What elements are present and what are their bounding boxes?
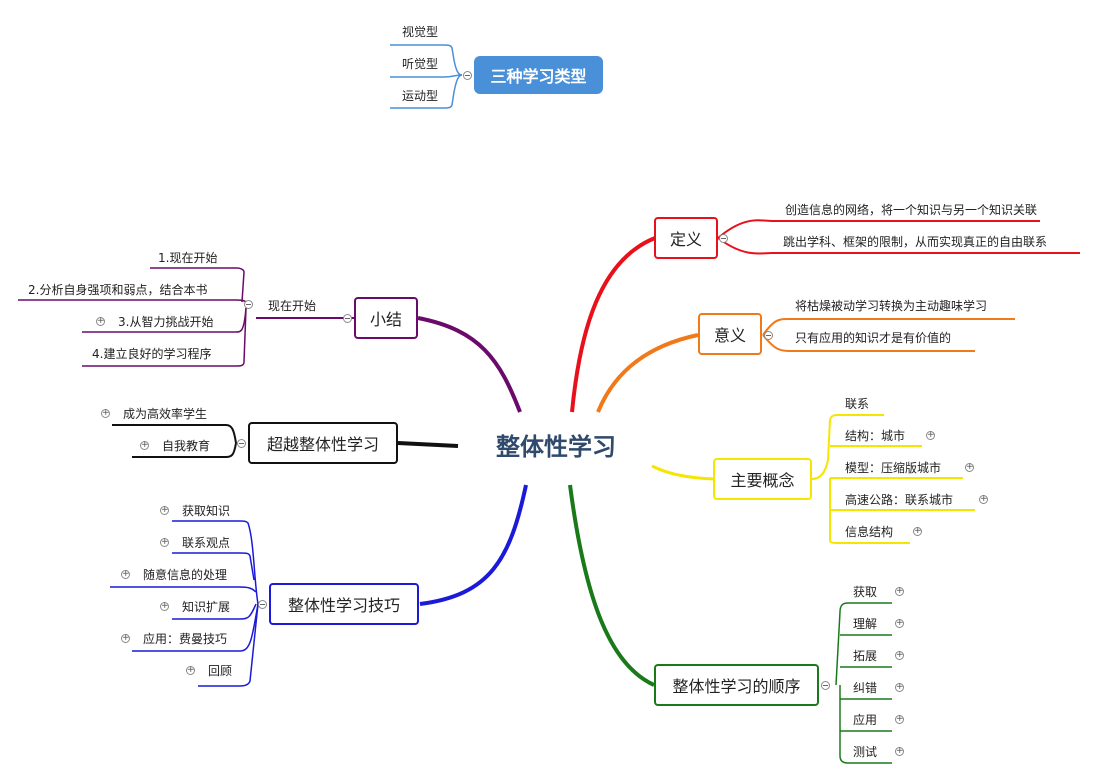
collapse-icon[interactable] — [719, 234, 728, 243]
branch-order — [568, 484, 655, 687]
collapse-icon[interactable] — [258, 600, 267, 609]
definition-item-2[interactable]: 跳出学科、框架的限制，从而实现真正的自由联系 — [783, 235, 1048, 249]
type-kinesthetic[interactable]: 运动型 — [402, 89, 439, 103]
expand-icon[interactable] — [895, 683, 904, 692]
summary-item-2[interactable]: 2.分析自身强项和弱点，结合本书 — [28, 283, 208, 297]
order-understand[interactable]: 理解 — [853, 617, 878, 631]
topic-meaning[interactable]: 意义 — [698, 313, 762, 355]
expand-icon[interactable] — [160, 538, 169, 547]
expand-icon[interactable] — [895, 587, 904, 596]
expand-icon[interactable] — [101, 409, 110, 418]
branch-beyond — [397, 441, 459, 448]
meaning-item-2[interactable]: 只有应用的知识才是有价值的 — [795, 331, 952, 345]
order-expand[interactable]: 拓展 — [853, 649, 878, 663]
expand-icon[interactable] — [895, 651, 904, 660]
order-apply[interactable]: 应用 — [853, 713, 878, 727]
topic-learning-types[interactable]: 三种学习类型 — [474, 56, 603, 94]
expand-icon[interactable] — [895, 619, 904, 628]
skills-item-5[interactable]: 应用：费曼技巧 — [143, 632, 228, 646]
branch-summary — [417, 316, 522, 413]
topic-beyond[interactable]: 超越整体性学习 — [248, 422, 398, 464]
beyond-item-2[interactable]: 自我教育 — [162, 439, 211, 453]
branch-meaning — [596, 333, 699, 413]
skills-item-1[interactable]: 获取知识 — [182, 504, 231, 518]
expand-icon[interactable] — [926, 431, 935, 440]
expand-icon[interactable] — [121, 570, 130, 579]
expand-icon[interactable] — [140, 441, 149, 450]
branch-concepts — [651, 464, 715, 481]
branch-definition — [570, 236, 656, 413]
expand-icon[interactable] — [895, 747, 904, 756]
skills-item-4[interactable]: 知识扩展 — [182, 600, 231, 614]
expand-icon[interactable] — [160, 506, 169, 515]
summary-sub[interactable]: 现在开始 — [268, 299, 317, 313]
beyond-item-1[interactable]: 成为高效率学生 — [123, 407, 208, 421]
topic-definition[interactable]: 定义 — [654, 217, 718, 259]
expand-icon[interactable] — [913, 527, 922, 536]
type-visual[interactable]: 视觉型 — [402, 25, 439, 39]
skills-item-6[interactable]: 回顾 — [208, 664, 233, 678]
collapse-icon[interactable] — [463, 71, 472, 80]
expand-icon[interactable] — [895, 715, 904, 724]
topic-skills[interactable]: 整体性学习技巧 — [269, 583, 419, 625]
collapse-icon[interactable] — [244, 300, 253, 309]
order-test[interactable]: 测试 — [853, 745, 878, 759]
summary-item-1[interactable]: 1.现在开始 — [158, 251, 218, 265]
collapse-icon[interactable] — [821, 681, 830, 690]
summary-item-4[interactable]: 4.建立良好的学习程序 — [92, 347, 212, 361]
meaning-item-1[interactable]: 将枯燥被动学习转换为主动趣味学习 — [795, 299, 988, 313]
expand-icon[interactable] — [96, 317, 105, 326]
topic-summary[interactable]: 小结 — [354, 297, 418, 339]
expand-icon[interactable] — [160, 602, 169, 611]
summary-item-3[interactable]: 3.从智力挑战开始 — [118, 315, 214, 329]
expand-icon[interactable] — [979, 495, 988, 504]
definition-item-1[interactable]: 创造信息的网络，将一个知识与另一个知识关联 — [785, 203, 1038, 217]
collapse-icon[interactable] — [237, 439, 246, 448]
type-auditory[interactable]: 听觉型 — [402, 57, 439, 71]
order-acquire[interactable]: 获取 — [853, 585, 878, 599]
skills-item-3[interactable]: 随意信息的处理 — [143, 568, 228, 582]
topic-learning-order[interactable]: 整体性学习的顺序 — [654, 664, 819, 706]
collapse-icon[interactable] — [764, 331, 773, 340]
collapse-icon[interactable] — [343, 314, 352, 323]
skills-item-2[interactable]: 联系观点 — [182, 536, 231, 550]
order-correct[interactable]: 纠错 — [853, 681, 878, 695]
center-topic[interactable]: 整体性学习 — [496, 433, 616, 461]
concept-model[interactable]: 模型：压缩版城市 — [845, 461, 942, 475]
branch-skills — [419, 484, 528, 606]
concept-highway[interactable]: 高速公路：联系城市 — [845, 493, 954, 507]
topic-main-concepts[interactable]: 主要概念 — [713, 458, 812, 500]
concept-info-structure[interactable]: 信息结构 — [845, 525, 894, 539]
expand-icon[interactable] — [965, 463, 974, 472]
concept-link[interactable]: 联系 — [845, 397, 870, 411]
concept-structure[interactable]: 结构：城市 — [845, 429, 906, 443]
expand-icon[interactable] — [121, 634, 130, 643]
expand-icon[interactable] — [186, 666, 195, 675]
